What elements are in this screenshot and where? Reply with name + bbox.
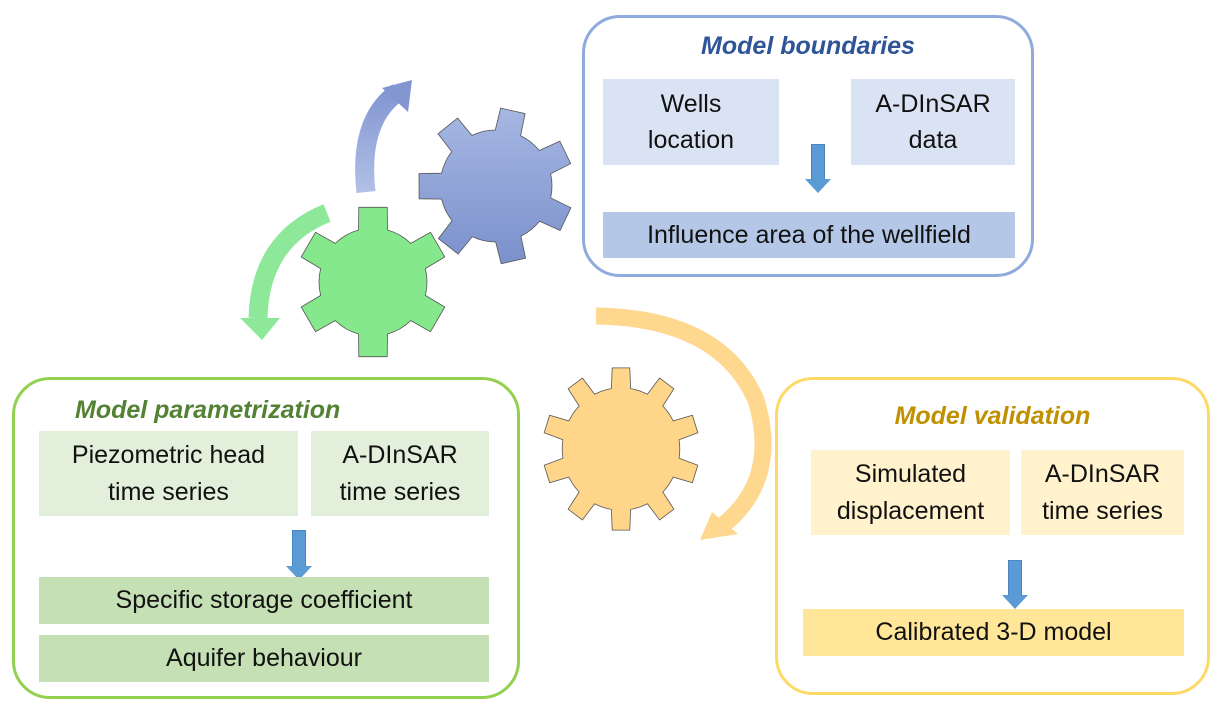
- input-box-piezometric-head: Piezometric head time series: [39, 431, 298, 516]
- output-box-aquifer-behaviour: Aquifer behaviour: [39, 635, 489, 682]
- gear-blue-icon: [418, 107, 572, 265]
- gear-green-icon: [300, 206, 446, 358]
- panel-title: Model boundaries: [701, 32, 915, 60]
- panel-title: Model parametrization: [75, 396, 341, 424]
- cycle-arrow-blue-icon: [355, 80, 412, 194]
- input-box-simulated-displacement: Simulated displacement: [811, 450, 1010, 535]
- input-box-adinsar-time-series: A-DInSAR time series: [1021, 450, 1184, 535]
- panel-model-boundaries: Model boundaries Wells location A-DInSAR…: [582, 15, 1034, 277]
- gear-blue-shape: [418, 107, 572, 265]
- cycle-arrow-orange-icon: [595, 307, 772, 540]
- panel-model-validation: Model validation Simulated displacement …: [775, 377, 1210, 695]
- panel-title: Model validation: [894, 402, 1091, 430]
- input-box-wells-location: Wells location: [603, 79, 779, 165]
- input-box-adinsar-data: A-DInSAR data: [851, 79, 1015, 165]
- gear-green-shape: [300, 206, 446, 358]
- gear-orange-shape: [543, 367, 699, 531]
- cycle-arrow-green-icon: [240, 204, 331, 340]
- gear-orange-icon: [543, 367, 699, 531]
- output-box-specific-storage: Specific storage coefficient: [39, 577, 489, 624]
- panel-model-parametrization: Model parametrization Piezometric head t…: [12, 377, 520, 699]
- output-box-influence-area: Influence area of the wellfield: [603, 212, 1015, 258]
- output-box-calibrated-model: Calibrated 3-D model: [803, 609, 1184, 656]
- input-box-adinsar-time-series: A-DInSAR time series: [311, 431, 489, 516]
